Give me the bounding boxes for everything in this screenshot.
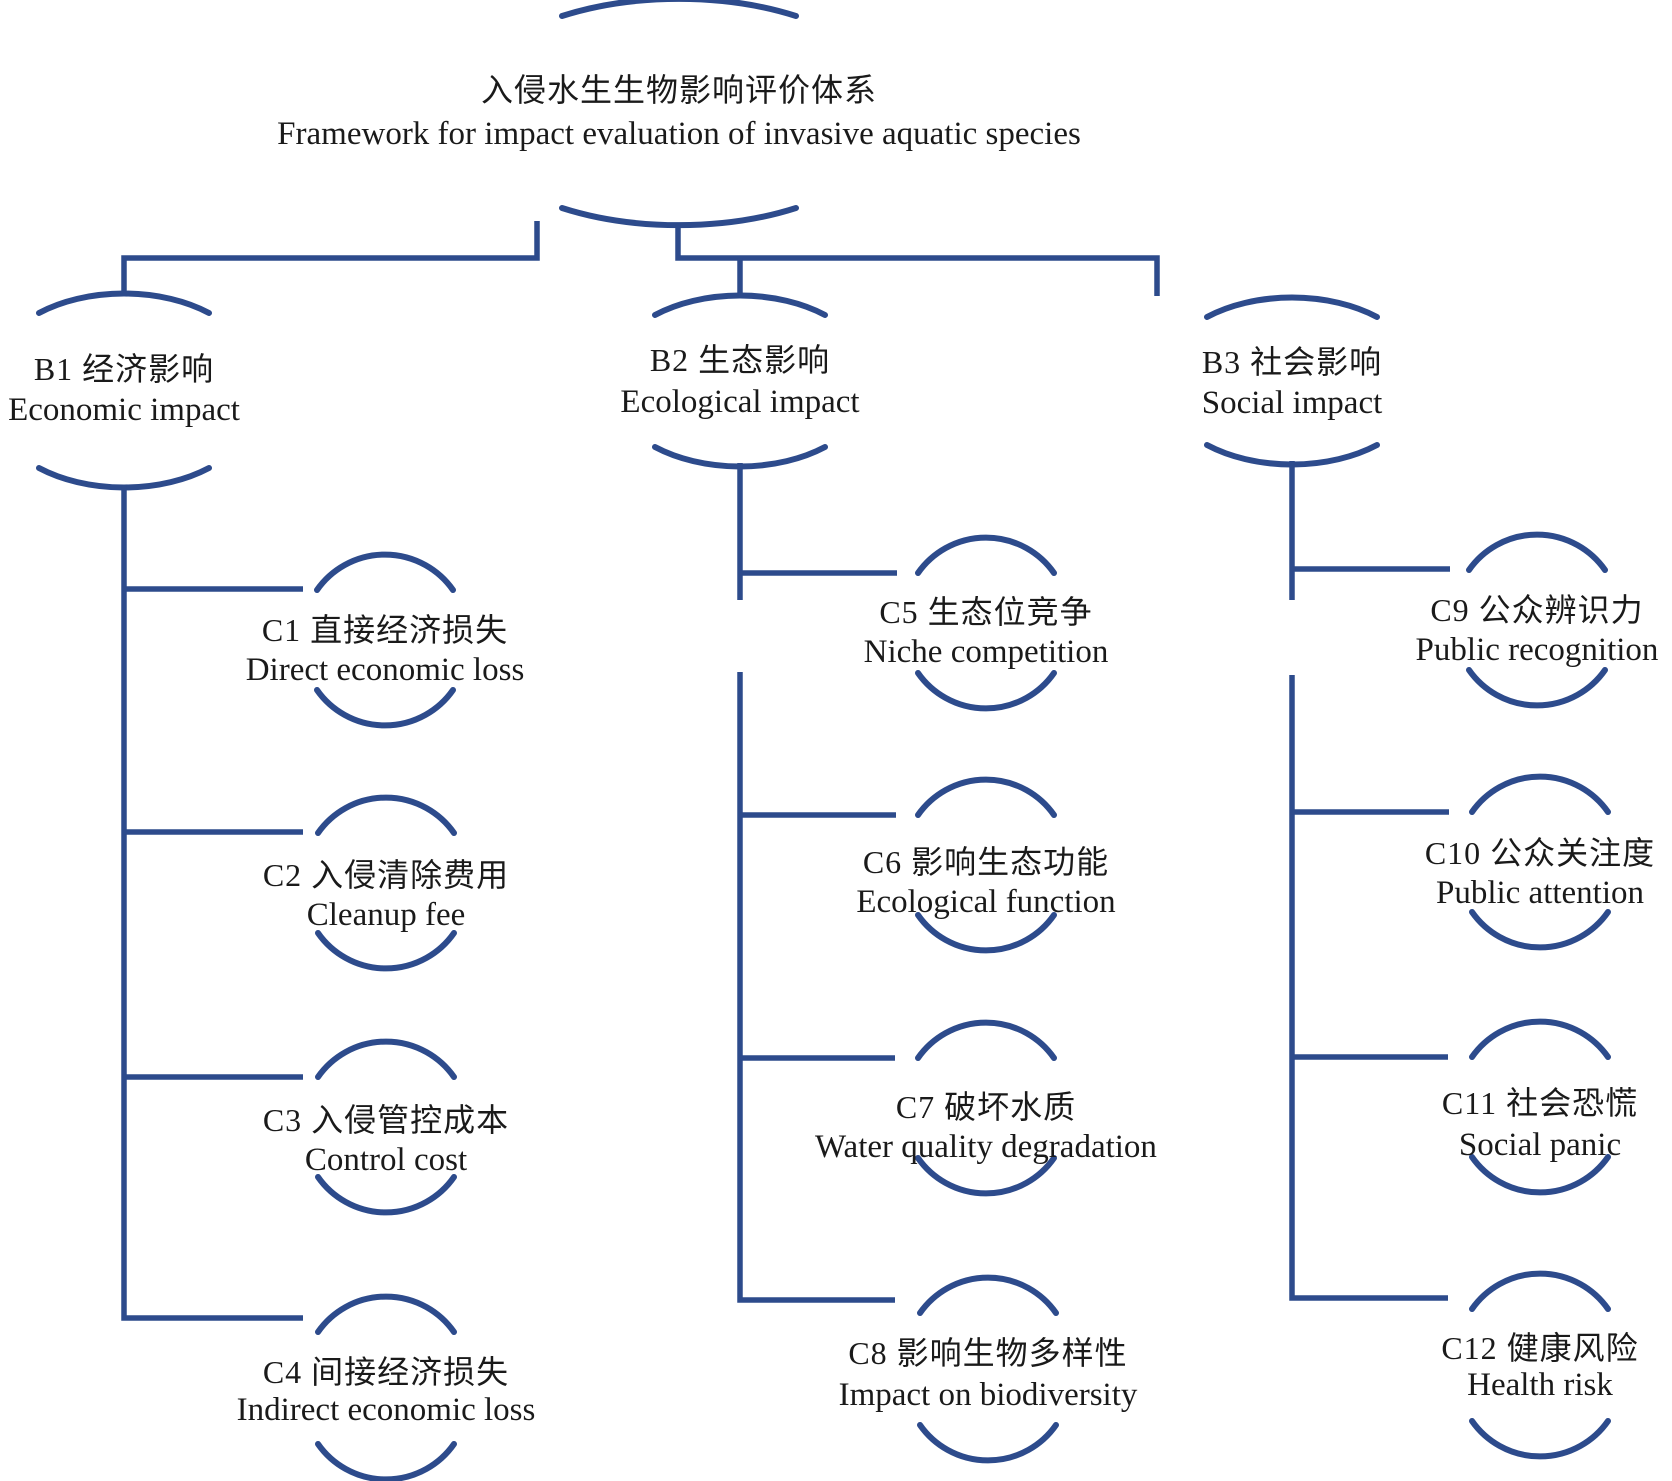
b3-node-top-arc (1204, 294, 1380, 320)
node-b3-label-en: Social impact (1201, 385, 1383, 421)
node-c3-label-en: Control cost (304, 1142, 468, 1178)
connector-root-to-b1 (121, 221, 540, 292)
c4-node-bottom-arc (315, 1441, 457, 1481)
c3-node-top-arc (315, 1038, 457, 1080)
node-c10-label-zh: C10 公众关注度 (1424, 835, 1656, 871)
node-c11-label-en: Social panic (1458, 1127, 1622, 1163)
c10-node-bottom-arc (1469, 909, 1611, 951)
root-node-label-en: Framework for impact evaluation of invas… (277, 116, 1081, 152)
c9-node-top-arc (1466, 531, 1608, 573)
node-b2-label-en: Ecological impact (620, 384, 860, 420)
node-c2-label-zh: C2 入侵清除费用 (262, 857, 510, 893)
c2-node-top-arc (315, 794, 457, 836)
node-c5-label-zh: C5 生态位竞争 (879, 594, 1093, 630)
node-c3-label-zh: C3 入侵管控成本 (262, 1102, 510, 1138)
node-c12-label-en: Health risk (1467, 1367, 1613, 1403)
node-c2-label-en: Cleanup fee (306, 897, 466, 933)
b1-trunk (121, 486, 303, 1321)
c2-node-bottom-arc (315, 930, 457, 972)
node-c1-label-en: Direct economic loss (245, 652, 525, 688)
node-b1-label-zh: B1 经济影响 (33, 351, 215, 387)
c6-node-bottom-arc (915, 912, 1057, 954)
c6-node-top-arc (915, 776, 1057, 818)
c12-node-bottom-arc (1469, 1418, 1611, 1460)
root-node-top-arc (559, 0, 799, 19)
node-c4-label-en: Indirect economic loss (236, 1392, 536, 1428)
connector-root-to-b3 (675, 225, 1160, 296)
c7-node-bottom-arc (915, 1155, 1057, 1197)
c10-node-top-arc (1469, 773, 1611, 815)
b2-trunk-lower (737, 672, 895, 1303)
node-c7-label-en: Water quality degradation (815, 1129, 1157, 1165)
node-c8-label-en: Impact on biodiversity (838, 1377, 1138, 1413)
node-c1-label-zh: C1 直接经济损失 (261, 612, 509, 648)
node-c11-label-zh: C11 社会恐慌 (1441, 1085, 1639, 1121)
node-c6-label-en: Ecological function (856, 884, 1116, 920)
node-b1-label-en: Economic impact (8, 392, 240, 428)
node-c9-label-en: Public recognition (1415, 632, 1659, 668)
c7-node-top-arc (915, 1019, 1057, 1061)
c1-node-top-arc (314, 551, 456, 593)
node-c8-label-zh: C8 影响生物多样性 (848, 1335, 1128, 1371)
c5-node-bottom-arc (915, 670, 1057, 712)
c3-node-bottom-arc (315, 1174, 457, 1216)
node-c12-label-zh: C12 健康风险 (1441, 1330, 1639, 1366)
node-c6-label-zh: C6 影响生态功能 (862, 844, 1110, 880)
c11-node-bottom-arc (1469, 1154, 1611, 1196)
c1-node-bottom-arc (314, 687, 456, 729)
c11-node-top-arc (1469, 1018, 1611, 1060)
b1-node-bottom-arc (36, 465, 212, 491)
root-node-bottom-arc (559, 205, 799, 229)
node-c5-label-en: Niche competition (863, 634, 1109, 670)
c9-node-bottom-arc (1466, 667, 1608, 709)
c5-node-top-arc (915, 534, 1057, 576)
node-c7-label-zh: C7 破坏水质 (895, 1089, 1077, 1125)
node-c10-label-en: Public attention (1435, 875, 1645, 911)
c4-node-top-arc (315, 1293, 457, 1335)
b1-node-top-arc (36, 290, 212, 316)
c8-node-top-arc (917, 1274, 1059, 1316)
b2-node-top-arc (652, 292, 828, 318)
node-b3-label-zh: B3 社会影响 (1201, 344, 1383, 380)
node-c4-label-zh: C4 间接经济损失 (262, 1354, 510, 1390)
root-node-label-zh: 入侵水生生物影响评价体系 (480, 72, 878, 108)
b3-trunk-lower (1289, 675, 1448, 1301)
node-b2-label-zh: B2 生态影响 (649, 342, 831, 378)
node-c9-label-zh: C9 公众辨识力 (1430, 592, 1644, 628)
c8-node-bottom-arc (917, 1422, 1059, 1464)
c12-node-top-arc (1469, 1270, 1611, 1312)
